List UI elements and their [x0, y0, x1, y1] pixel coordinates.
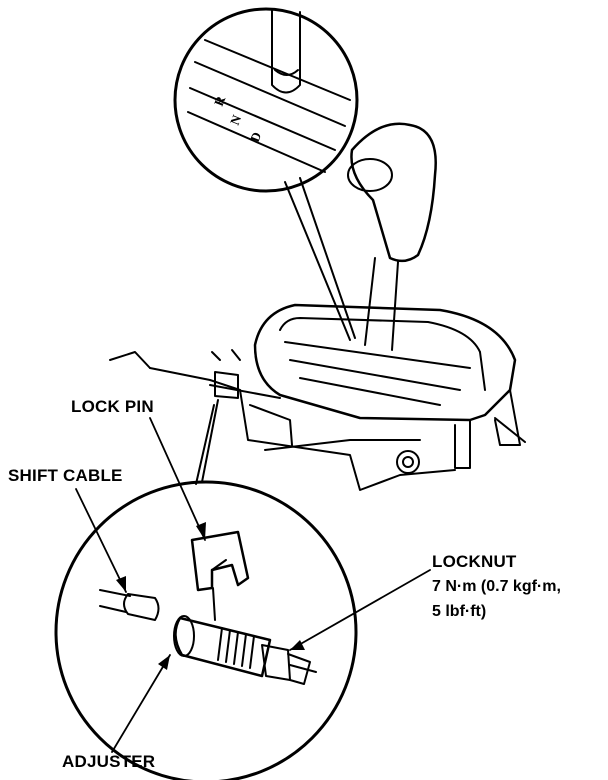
locknut-torque-line-1: 7 N·m (0.7 kgf·m, — [432, 578, 561, 595]
shift-cable — [99, 589, 131, 613]
lock-pin-clip — [190, 530, 250, 592]
adjuster-arrow — [111, 654, 171, 753]
adjuster-detail-circle — [54, 480, 358, 780]
gear-mark-n: N — [227, 112, 245, 127]
shift-cable-arrow — [75, 488, 127, 593]
adjuster-barrel — [174, 616, 272, 678]
shift-console — [253, 303, 526, 469]
lock-pin-label: LOCK PIN — [71, 397, 154, 416]
gear-mark-r: R — [211, 93, 229, 108]
shift-base-bracket — [109, 349, 456, 491]
detail-leader-lines — [195, 399, 219, 485]
shift-knob — [347, 122, 437, 351]
shift-cable-label: SHIFT CABLE — [8, 466, 123, 485]
callout-arrows — [75, 417, 431, 753]
lock-pin-arrowhead — [196, 522, 206, 540]
indicator-detail-circle — [173, 7, 359, 341]
locknut-arrowhead — [290, 640, 305, 650]
adjuster-label: ADJUSTER — [62, 752, 156, 771]
gear-mark-d: D — [247, 130, 264, 144]
locknut-label: LOCKNUT — [432, 552, 517, 571]
locknut-torque-line-2: 5 lbf·ft) — [432, 603, 487, 620]
locknut-arrow — [289, 569, 431, 651]
shift-cable-arrowhead — [116, 576, 126, 592]
lock-pin-arrow — [149, 417, 206, 541]
adjuster-arrowhead — [158, 655, 170, 670]
